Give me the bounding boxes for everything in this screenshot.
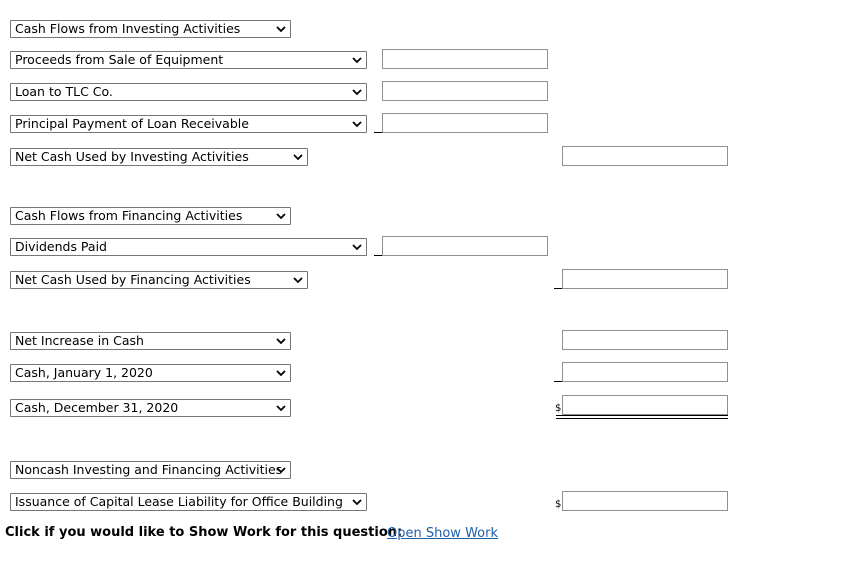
investing-net-amount[interactable] xyxy=(562,146,728,166)
investing-net-select[interactable]: Net Cash Used by Investing Activities xyxy=(10,148,308,166)
cash-begin-amount[interactable] xyxy=(562,362,728,382)
chevron-down-icon xyxy=(275,365,287,381)
show-work-prompt: Click if you would like to Show Work for… xyxy=(5,525,403,540)
select-value: Proceeds from Sale of Equipment xyxy=(15,52,224,67)
select-value: Net Increase in Cash xyxy=(15,333,144,348)
select-value: Cash Flows from Financing Activities xyxy=(15,208,243,223)
double-underline xyxy=(556,415,728,419)
select-value: Cash Flows from Investing Activities xyxy=(15,21,241,36)
subtotal-underline xyxy=(374,255,382,256)
currency-symbol: $ xyxy=(555,403,562,414)
financing-header-select[interactable]: Cash Flows from Financing Activities xyxy=(10,207,291,225)
chevron-down-icon xyxy=(351,239,363,255)
subtotal-underline xyxy=(554,381,562,382)
financing-row-1-select[interactable]: Dividends Paid xyxy=(10,238,367,256)
select-value: Principal Payment of Loan Receivable xyxy=(15,116,249,131)
investing-row-1-amount[interactable] xyxy=(382,49,548,69)
currency-symbol: $ xyxy=(555,499,562,510)
investing-row-3-select[interactable]: Principal Payment of Loan Receivable xyxy=(10,115,367,133)
net-increase-amount[interactable] xyxy=(562,330,728,350)
select-value: Net Cash Used by Investing Activities xyxy=(15,149,249,164)
chevron-down-icon xyxy=(275,208,287,224)
noncash-item-select[interactable]: Issuance of Capital Lease Liability for … xyxy=(10,493,367,511)
select-value: Net Cash Used by Financing Activities xyxy=(15,272,251,287)
cash-begin-select[interactable]: Cash, January 1, 2020 xyxy=(10,364,291,382)
financing-row-1-amount[interactable] xyxy=(382,236,548,256)
chevron-down-icon xyxy=(351,116,363,132)
net-increase-select[interactable]: Net Increase in Cash xyxy=(10,332,291,350)
financing-net-select[interactable]: Net Cash Used by Financing Activities xyxy=(10,271,308,289)
chevron-down-icon xyxy=(275,21,287,37)
select-value: Dividends Paid xyxy=(15,239,107,254)
subtotal-underline xyxy=(554,288,562,289)
financing-net-amount[interactable] xyxy=(562,269,728,289)
chevron-down-icon xyxy=(275,400,287,416)
chevron-down-icon xyxy=(351,494,363,510)
chevron-down-icon xyxy=(351,52,363,68)
investing-row-1-select[interactable]: Proceeds from Sale of Equipment xyxy=(10,51,367,69)
chevron-down-icon xyxy=(292,149,304,165)
subtotal-underline xyxy=(374,132,382,133)
noncash-item-amount[interactable] xyxy=(562,491,728,511)
chevron-down-icon xyxy=(351,84,363,100)
cash-end-amount[interactable] xyxy=(562,395,728,415)
select-value: Issuance of Capital Lease Liability for … xyxy=(15,494,343,509)
select-value: Noncash Investing and Financing Activiti… xyxy=(15,462,283,477)
investing-row-2-select[interactable]: Loan to TLC Co. xyxy=(10,83,367,101)
open-show-work-link[interactable]: Open Show Work xyxy=(387,526,498,541)
chevron-down-icon xyxy=(275,333,287,349)
select-value: Cash, December 31, 2020 xyxy=(15,400,179,415)
investing-row-2-amount[interactable] xyxy=(382,81,548,101)
chevron-down-icon xyxy=(292,272,304,288)
chevron-down-icon xyxy=(275,462,287,478)
investing-header-select[interactable]: Cash Flows from Investing Activities xyxy=(10,20,291,38)
cash-end-select[interactable]: Cash, December 31, 2020 xyxy=(10,399,291,417)
investing-row-3-amount[interactable] xyxy=(382,113,548,133)
select-value: Cash, January 1, 2020 xyxy=(15,365,153,380)
select-value: Loan to TLC Co. xyxy=(15,84,113,99)
noncash-header-select[interactable]: Noncash Investing and Financing Activiti… xyxy=(10,461,291,479)
